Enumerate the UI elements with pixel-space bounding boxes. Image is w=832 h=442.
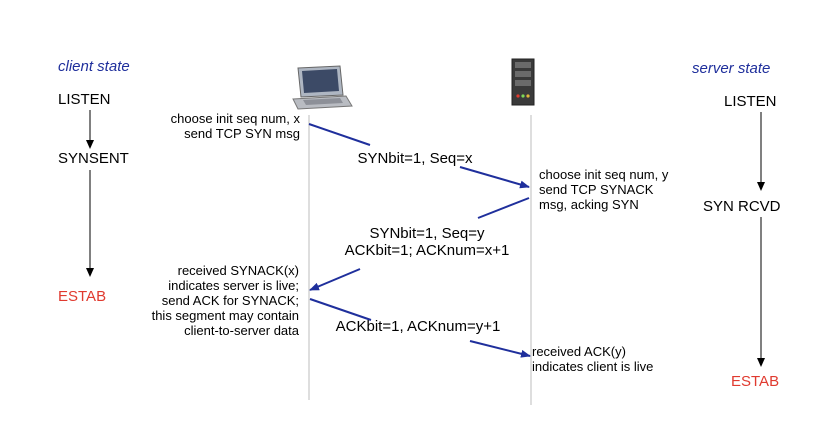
server-choose-seq-note: choose init seq num, y send TCP SYNACK m… (539, 167, 669, 212)
syn-arrow-2 (459, 166, 530, 189)
client-choose-seq-note: choose init seq num, x send TCP SYN msg (170, 111, 300, 141)
server-tower-icon (511, 58, 535, 106)
synack-arrow (477, 197, 530, 219)
client-listen-state: LISTEN (58, 91, 111, 108)
client-synsent-state: SYNSENT (58, 150, 129, 167)
ack-message-label: ACKbit=1, ACKnum=y+1 (335, 318, 501, 335)
syn-arrow (308, 123, 371, 146)
ack-arrow-2 (469, 340, 531, 358)
synack-arrow-2 (309, 268, 361, 291)
client-state-header: client state (58, 58, 130, 75)
server-listen-state: LISTEN (724, 93, 777, 110)
client-received-synack-note: received SYNACK(x) indicates server is l… (151, 263, 299, 338)
synack-message-label: SYNbit=1, Seq=y ACKbit=1; ACKnum=x+1 (344, 225, 510, 260)
client-estab-state: ESTAB (58, 288, 107, 305)
desktop-computer-icon (292, 65, 353, 110)
server-state-header: server state (692, 60, 771, 77)
ack-arrow (309, 298, 372, 321)
server-estab-state: ESTAB (731, 373, 780, 390)
server-received-ack-note: received ACK(y) indicates client is live (532, 344, 654, 374)
syn-message-label: SYNbit=1, Seq=x (357, 150, 473, 167)
server-synrcvd-state: SYN RCVD (703, 198, 781, 215)
